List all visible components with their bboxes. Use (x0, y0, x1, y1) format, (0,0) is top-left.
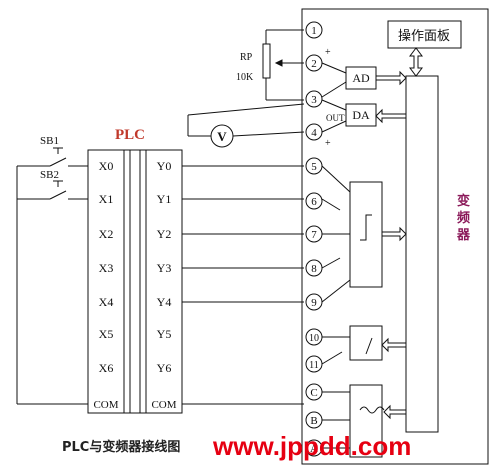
terminal-1 (305, 21, 323, 39)
terminal-2 (305, 54, 323, 72)
terminal-c (305, 383, 323, 401)
da-box (345, 103, 377, 127)
plc-input-label: X1 (99, 192, 114, 206)
plc-output-label: Y1 (157, 192, 172, 206)
terminal-label: 1 (311, 25, 317, 37)
terminal-7 (305, 225, 323, 243)
vfd-label-char-1: 变 (457, 193, 470, 209)
plc-title: PLC (115, 127, 145, 143)
terminal-label: 6 (311, 196, 317, 208)
terminal-10 (305, 328, 323, 346)
terminal-6 (305, 192, 323, 210)
terminal-5 (305, 157, 323, 175)
plc-input-label: X5 (99, 327, 114, 341)
terminal-label: 10 (309, 333, 319, 344)
terminal-4 (305, 123, 323, 141)
bus-to-da-arrow (375, 108, 407, 124)
plc-output-label: Y5 (157, 327, 172, 341)
terminal-label: 4 (311, 127, 317, 139)
terminal-label: 5 (311, 161, 317, 173)
terminal-8 (305, 259, 323, 277)
plc-output-label: Y6 (157, 361, 172, 375)
plc-output-label: Y2 (157, 227, 172, 241)
potentiometer (262, 43, 271, 79)
vfd-box (301, 8, 489, 465)
terminal-label: B (310, 415, 317, 427)
terminal-9 (305, 293, 323, 311)
terminal-label: 9 (311, 297, 317, 309)
plc-output-column (145, 149, 183, 414)
vfd-inner-bus (405, 75, 439, 433)
rp-label: RP (240, 52, 253, 63)
plc-input-label: X3 (99, 261, 114, 275)
terminal-label: 8 (311, 263, 317, 275)
terminal-3 (305, 90, 323, 108)
plc-input-label: COM (93, 399, 118, 411)
plus-sign-da: + (325, 138, 331, 149)
fault-relay-block (349, 384, 383, 458)
plc-input-label: X0 (99, 159, 114, 173)
sb2-label: SB2 (40, 169, 59, 181)
vfd-label-char-2: 频 (457, 210, 470, 226)
ad-label: AD (352, 71, 370, 85)
terminal-11 (305, 355, 323, 373)
plc-input-column (87, 149, 125, 414)
plc-output-label: Y3 (157, 261, 172, 275)
da-label: DA (352, 108, 370, 122)
terminal-label: 3 (311, 94, 317, 106)
bus-to-fault-relay-arrow (383, 404, 407, 420)
panel-bus-double-arrow (409, 47, 423, 77)
watermark: www.jppdd.com (212, 431, 411, 461)
terminal-label: A (310, 443, 318, 455)
ad-to-bus-arrow (375, 70, 407, 86)
bus-to-relay-arrow (381, 337, 407, 353)
rp-value: 10K (236, 72, 254, 83)
terminal-label: 11 (309, 360, 319, 371)
plus-sign-ad: + (325, 47, 331, 58)
multispeed-to-bus-arrow (381, 226, 407, 242)
plc-output-label: Y4 (157, 295, 172, 309)
operation-panel-box (387, 20, 462, 49)
terminal-a (305, 439, 323, 457)
terminal-label: 7 (311, 229, 317, 241)
plc-input-label: X2 (99, 227, 114, 241)
plc-input-label: X6 (99, 361, 114, 375)
vfd-label-char-3: 器 (456, 228, 471, 243)
plc-output-label: Y0 (157, 159, 172, 173)
terminal-label: C (310, 387, 317, 399)
voltmeter-label: V (217, 129, 227, 144)
diagram-caption: PLC与变频器接线图 (62, 439, 180, 455)
plc-input-label: X4 (99, 295, 114, 309)
relay-output-block (349, 325, 383, 361)
plc-output-label: COM (151, 399, 176, 411)
out-label: OUT (326, 113, 345, 123)
sb1-label: SB1 (40, 135, 59, 147)
operation-panel-label: 操作面板 (398, 28, 450, 44)
terminal-b (305, 411, 323, 429)
terminal-label: 2 (311, 58, 317, 70)
